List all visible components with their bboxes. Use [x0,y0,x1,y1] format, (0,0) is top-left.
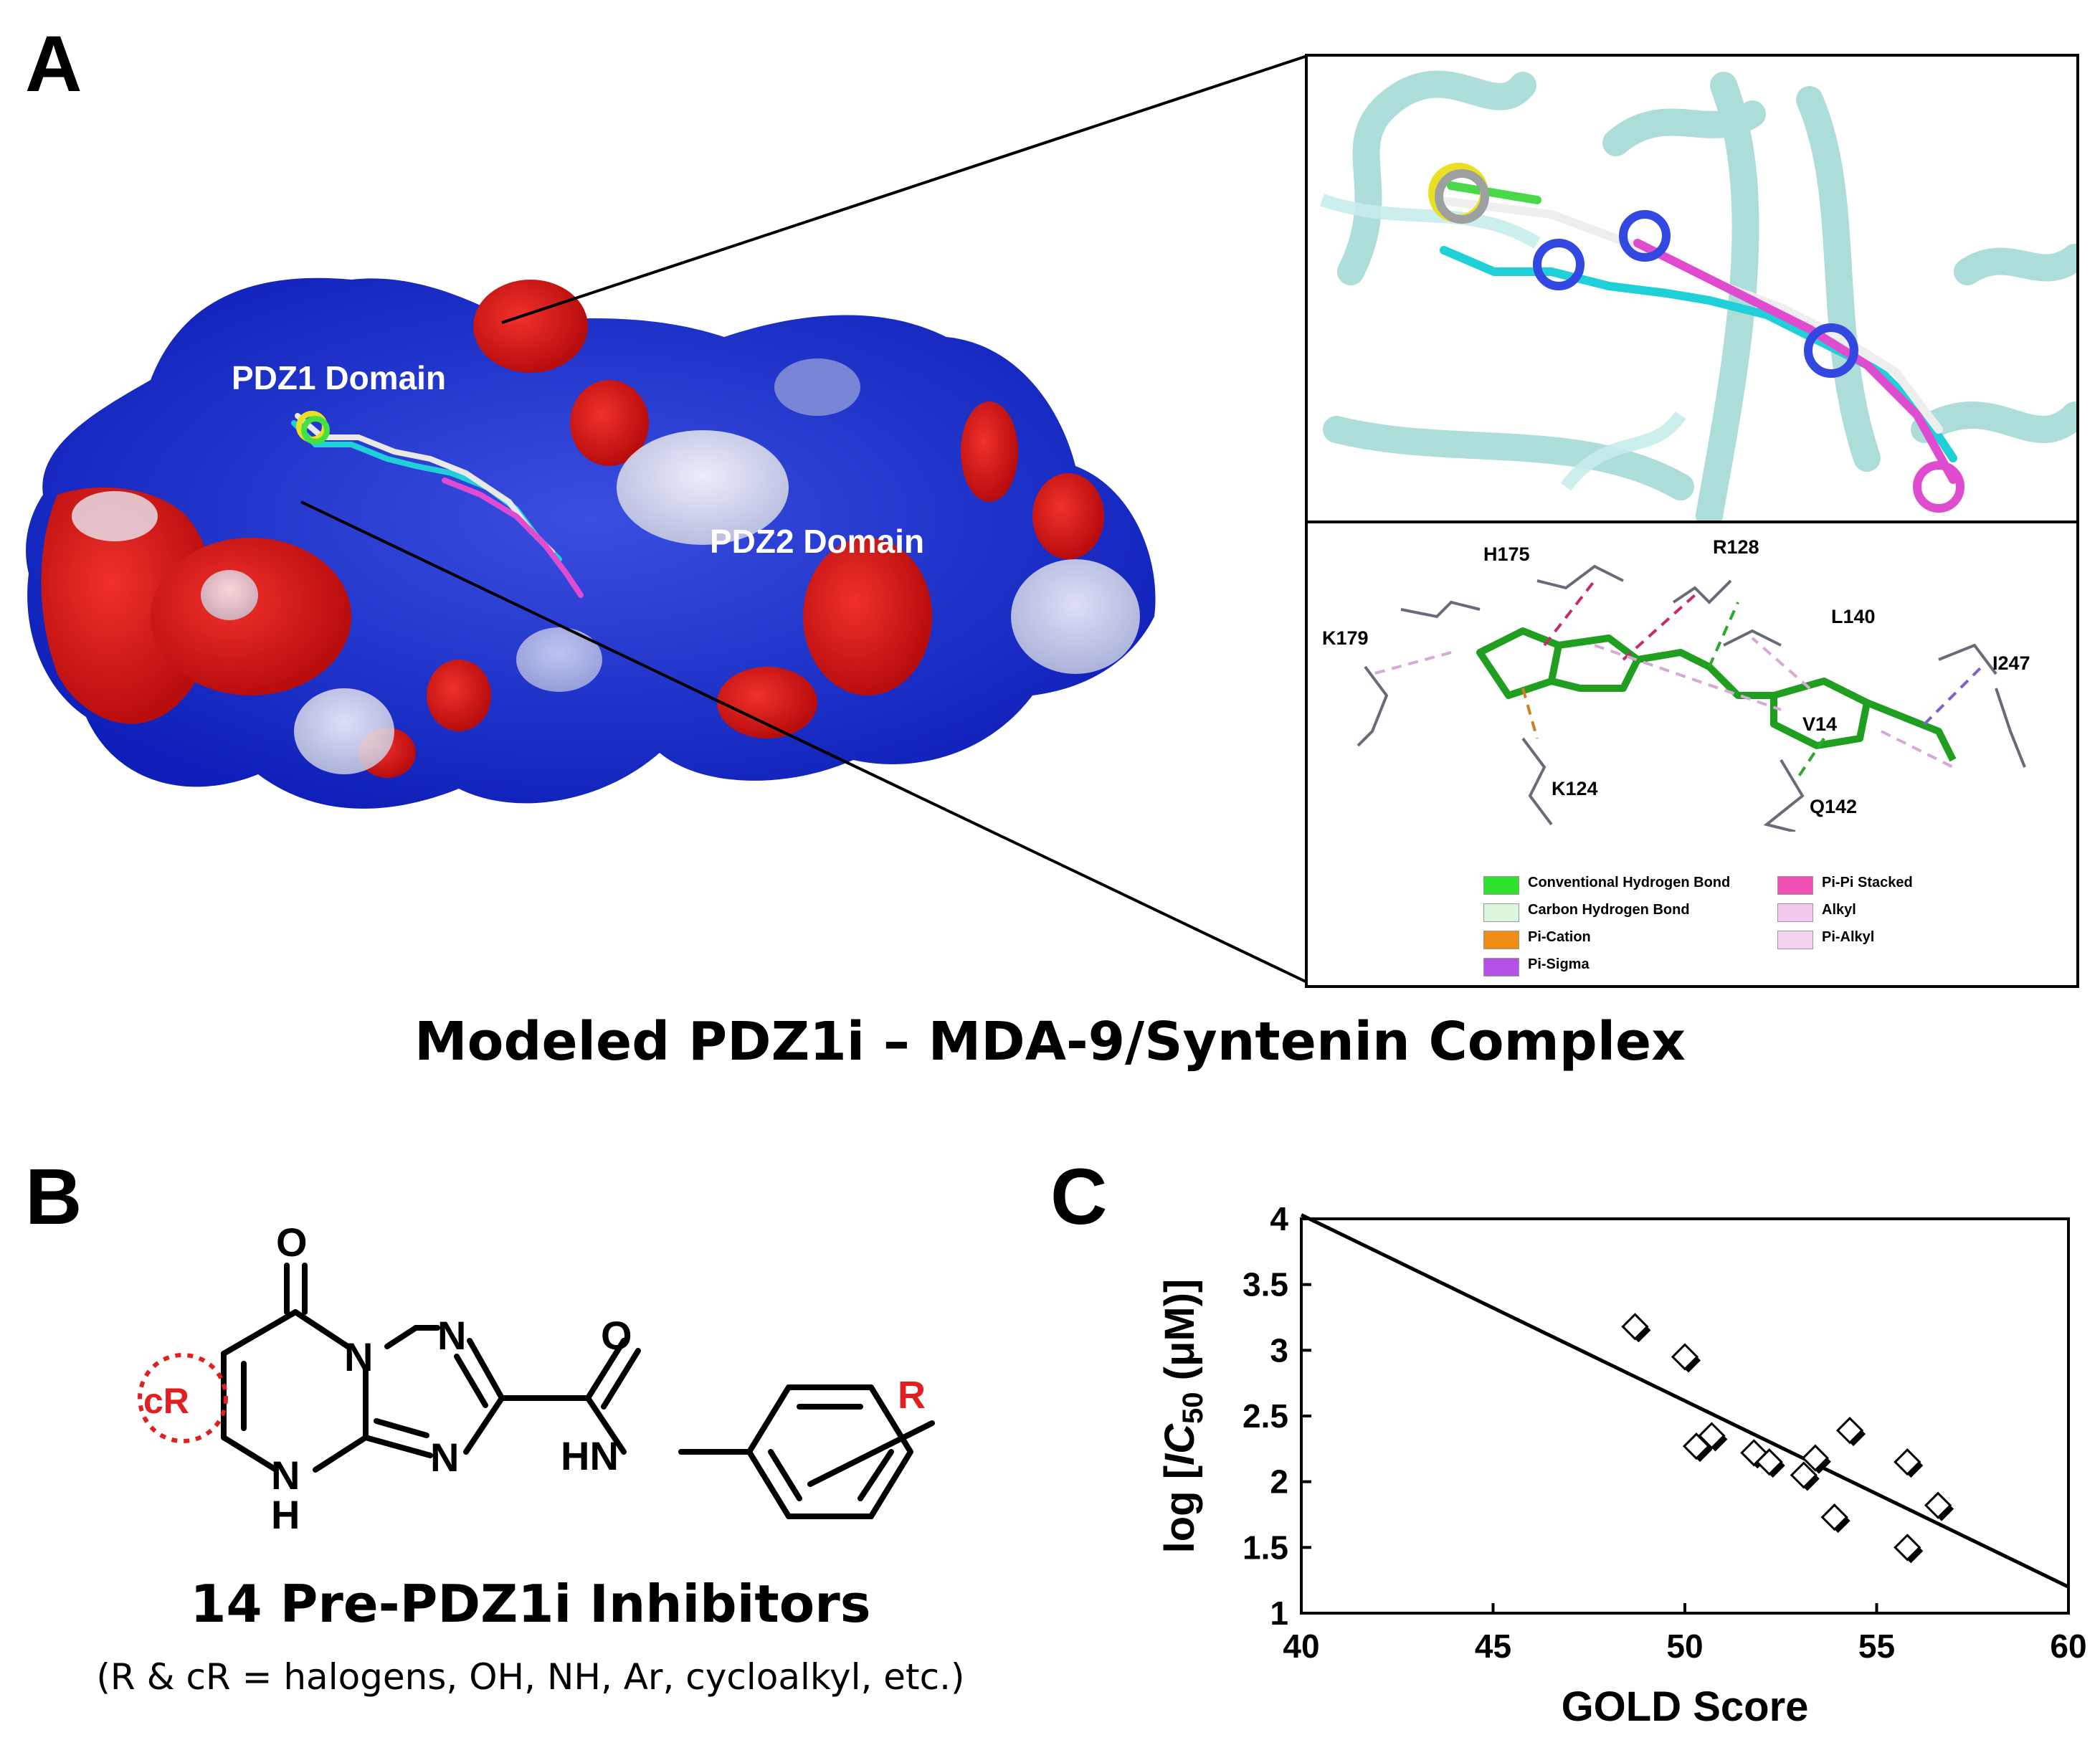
x-tick-label: 50 [1666,1627,1703,1665]
legend-swatch [1483,931,1519,949]
y-axis: 1 1.5 2 2.5 3 3.5 4 [1243,1200,1311,1632]
legend-label: Pi-Cation [1528,929,1591,945]
legend-label: Pi-Sigma [1528,956,1590,972]
data-point [1621,1313,1651,1343]
legend-label: Pi-Pi Stacked [1822,875,1913,890]
residue-label: K179 [1322,627,1369,649]
atom-label: N [344,1334,374,1379]
scatter-chart: 1 1.5 2 2.5 3 3.5 4 40 45 50 55 60 GOLD Score log … [1156,1200,2087,1730]
data-point [1801,1444,1831,1474]
x-axis-label: GOLD Score [1562,1683,1809,1730]
y-tick-label: 1 [1270,1595,1288,1632]
atom-label: O [276,1220,308,1265]
legend-swatch [1777,931,1813,949]
x-axis: 40 45 50 55 60 [1283,1603,2087,1665]
x-tick-label: 55 [1858,1627,1895,1665]
residue-label: R128 [1713,536,1759,558]
data-point [1835,1417,1866,1447]
x-tick-label: 40 [1283,1627,1319,1665]
y-tick-label: 4 [1270,1200,1288,1237]
y-tick-label: 2.5 [1243,1397,1288,1435]
atom-label: cR [143,1381,189,1421]
atom-label: HN [561,1433,619,1478]
legend-label: Conventional Hydrogen Bond [1528,875,1731,890]
residue-label: V14 [1802,713,1838,735]
legend-swatch [1777,876,1813,895]
y-axis-label: log [IC50 (μM)] [1156,1279,1209,1554]
panel-b-title: 14 Pre-PDZ1i Inhibitors [190,1574,871,1634]
fit-line [1300,1213,2070,1589]
panel-c-letter: C [1050,1153,1108,1241]
data-point [1698,1422,1728,1452]
data-point [1924,1491,1954,1521]
interaction-legend: Conventional Hydrogen Bond Carbon Hydrog… [1483,875,2057,982]
ligand-overlay-image [1305,54,2079,523]
panel-a-letter: A [25,20,82,108]
zoom-connector-lines [300,54,1308,984]
residue-label: Q142 [1810,796,1858,817]
data-points [1621,1313,1954,1564]
atom-label: O [601,1313,632,1358]
residue-label: H175 [1483,543,1530,565]
legend-label: Pi-Alkyl [1822,929,1875,945]
panel-b-subtitle: (R & cR = halogens, OH, NH, Ar, cycloalk… [96,1656,965,1698]
pdz1-domain-label: PDZ1 Domain [232,359,447,396]
y-tick-label: 3.5 [1243,1266,1288,1303]
x-tick-label: 45 [1475,1627,1511,1665]
chemical-structure [138,1263,935,1519]
data-point [1820,1503,1850,1534]
panel-b-letter: B [25,1153,82,1241]
y-tick-label: 3 [1270,1331,1288,1369]
pdz2-domain-label: PDZ2 Domain [710,523,925,560]
residue-label: K124 [1552,778,1598,799]
residue-label: L140 [1831,606,1876,627]
legend-swatch [1483,876,1519,895]
interaction-diagram: H175 R128 K179 L140 I247 V14 K124 Q142 C… [1305,521,2079,988]
residue-label: I247 [1992,652,2030,674]
atom-label: H [271,1492,300,1537]
data-point [1894,1534,1924,1564]
legend-label: Alkyl [1822,902,1856,918]
y-tick-label: 1.5 [1243,1529,1288,1566]
plot-frame [1300,1217,2070,1615]
data-point [1894,1448,1924,1478]
data-point [1790,1461,1820,1491]
legend-swatch [1483,958,1519,976]
atom-label: N [271,1453,300,1498]
legend-swatch [1777,903,1813,922]
atom-label: R [898,1374,926,1417]
data-point [1671,1343,1701,1373]
atom-label: N [430,1435,460,1480]
panel-a-caption: Modeled PDZ1i – MDA-9/Syntenin Complex [414,1011,1686,1073]
protein-surface-image [26,277,1156,809]
x-tick-label: 60 [2050,1627,2086,1665]
legend-swatch [1483,903,1519,922]
atom-label: N [437,1313,467,1358]
y-tick-label: 2 [1270,1463,1288,1501]
legend-label: Carbon Hydrogen Bond [1528,902,1690,918]
